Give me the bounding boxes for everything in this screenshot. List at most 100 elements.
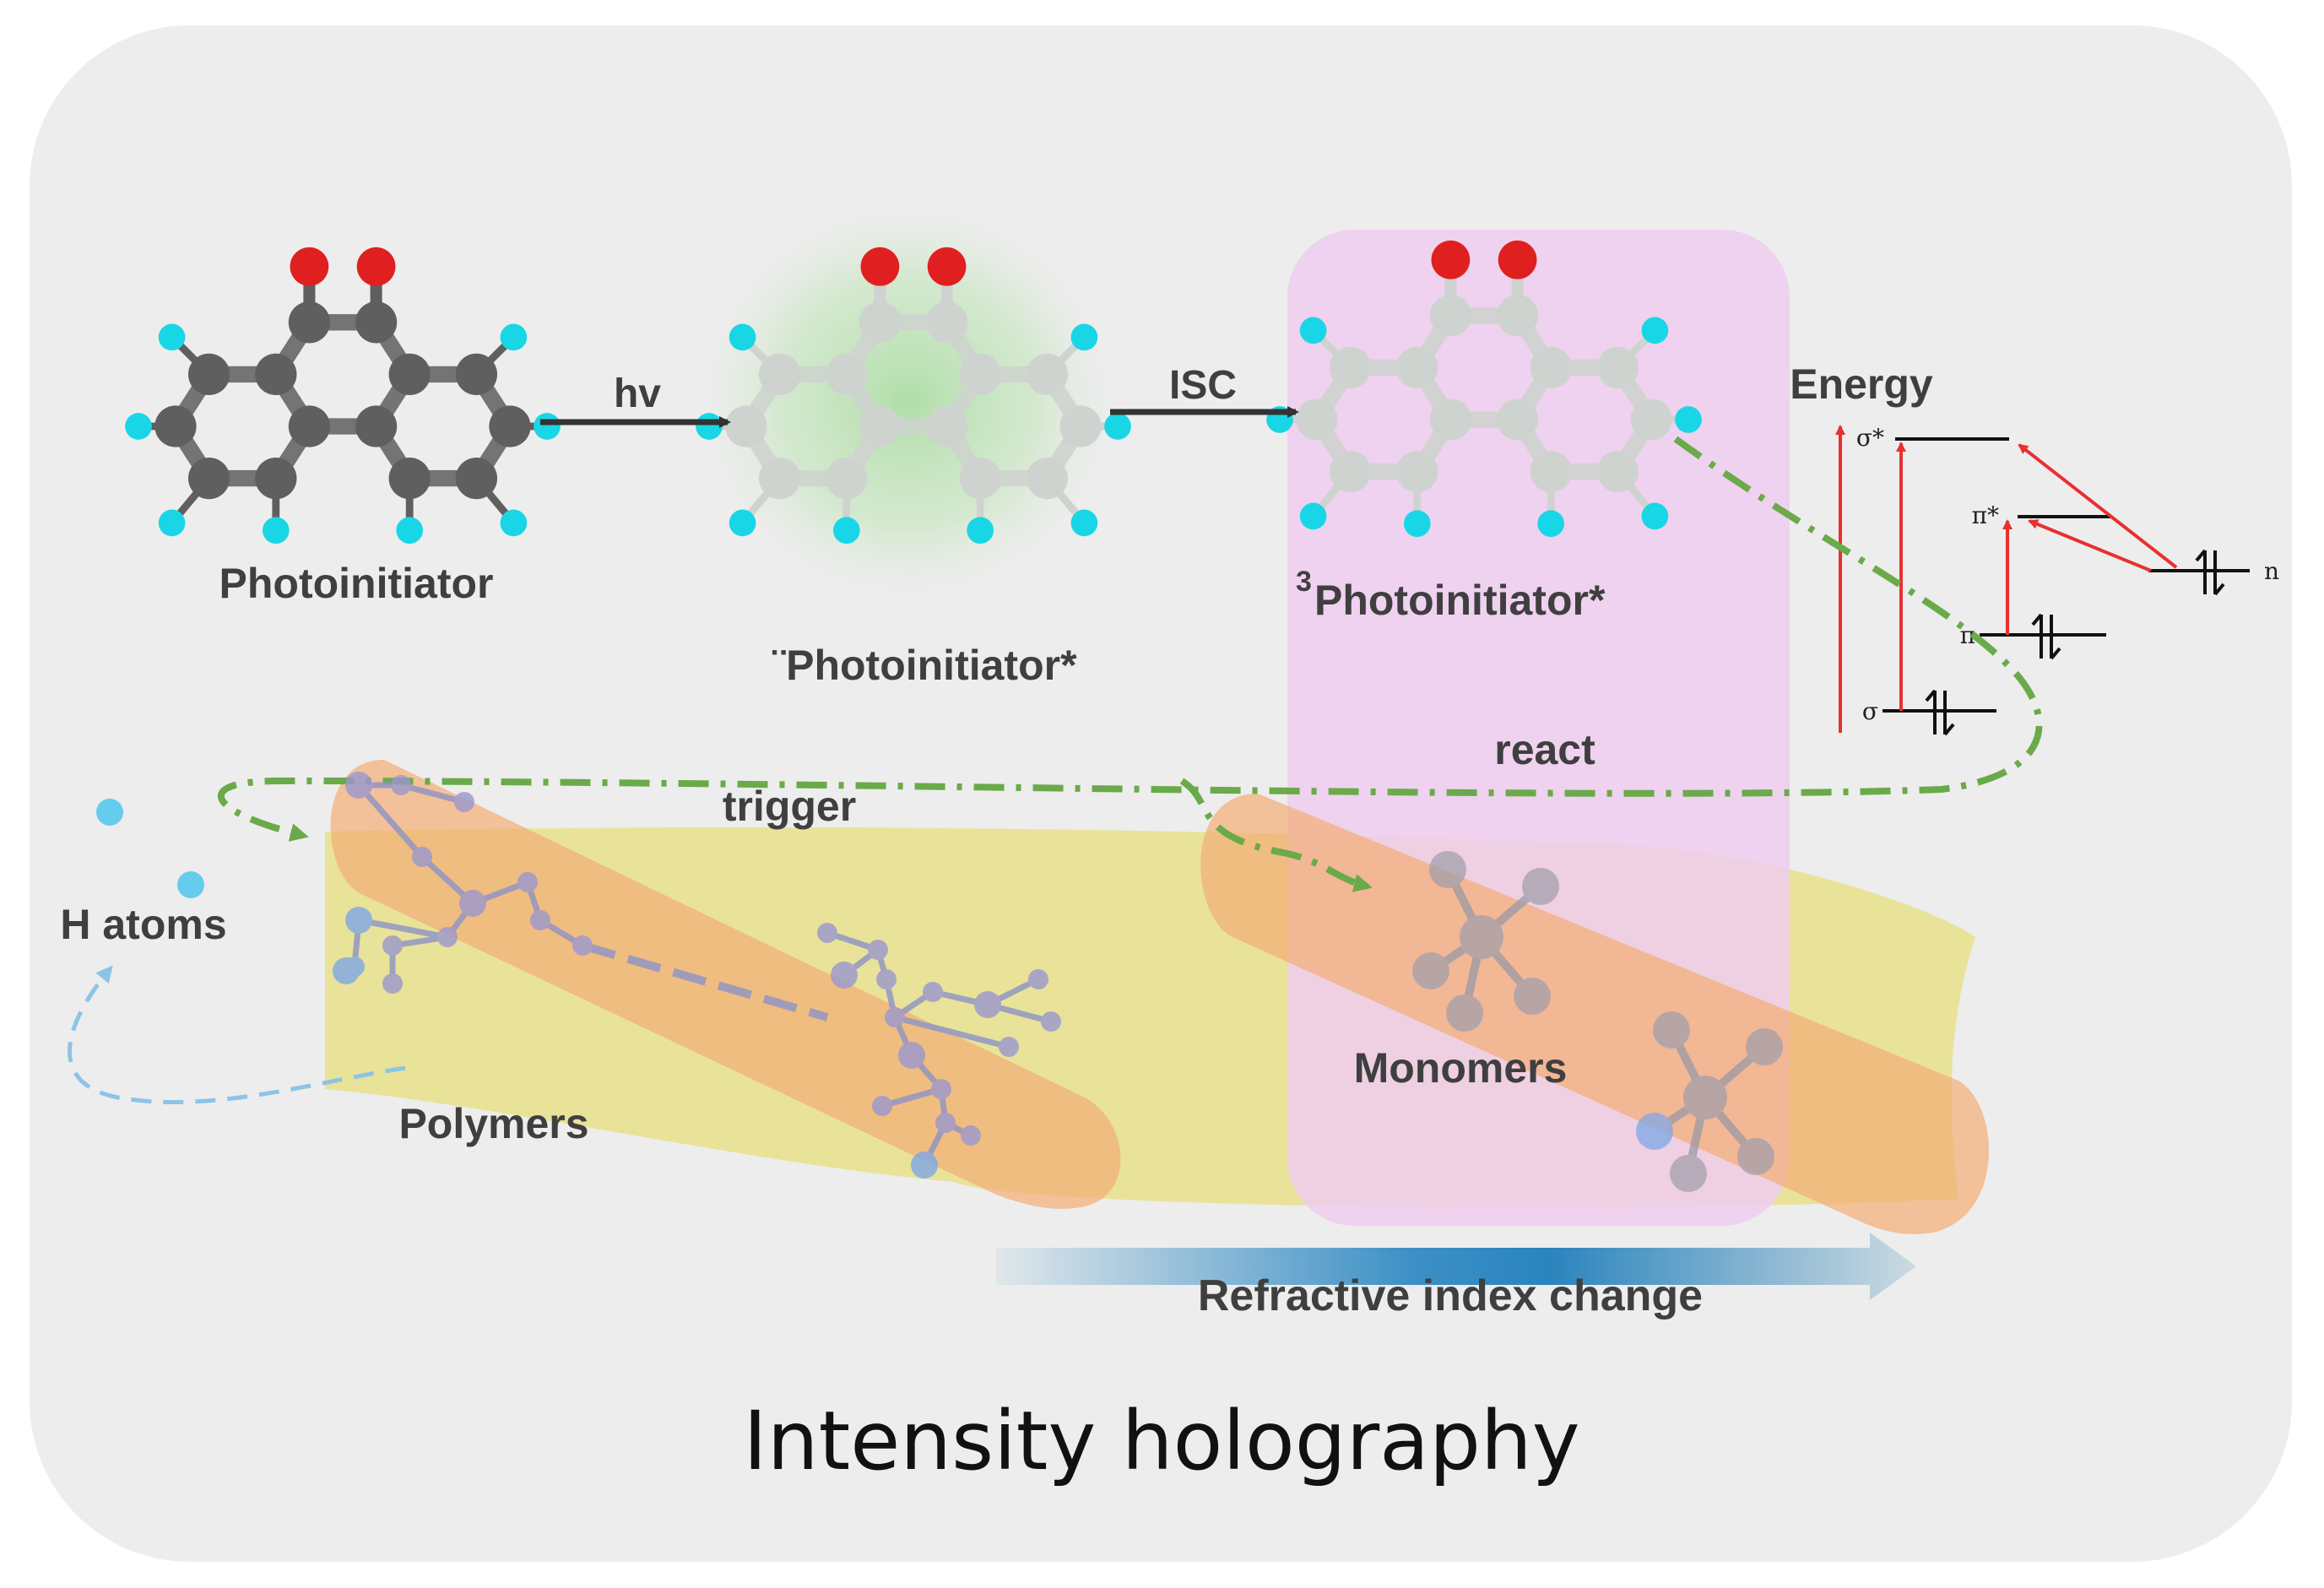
monomer-atom [1446,995,1483,1032]
monomer-atom [1412,952,1449,989]
polymer-atom [572,935,593,956]
energy-diagram: Energy σ* π* π σ n [1790,360,2279,736]
hydrogen-atom [1299,502,1327,530]
trigger-label: trigger [723,783,856,830]
carbon-atom [925,301,968,344]
isc-label: ISC [1169,363,1237,408]
carbon-atom [1429,398,1472,441]
polymer-atom [517,872,538,892]
hydrogen-atom [696,413,723,440]
monomer-atom [1653,1011,1690,1049]
polymer-atom [412,847,432,867]
pi-star-label: π* [1972,501,1999,529]
carbon-atom [1496,295,1539,337]
carbon-atom [355,405,398,447]
carbon-atom [288,301,331,344]
polymer-bond [356,783,425,859]
polymer-atom [911,1152,938,1179]
carbon-atom [1630,398,1672,441]
hydrogen-atom [125,413,152,440]
hydrogen-atom [1104,413,1131,440]
hydrogen-atom [500,509,528,537]
polymer-atom [333,957,360,984]
polymer-atom [885,1007,905,1027]
carbon-atom [826,353,868,396]
polymer-dashed-link [581,941,829,1022]
polymer-atom [345,907,372,934]
polymers-label: Polymers [398,1100,588,1147]
carbon-atom [1396,450,1438,493]
carbon-atom [355,301,398,344]
hydrogen-atom [1299,317,1327,344]
monomer-atom [1460,915,1503,959]
hydrogen-atom [832,517,860,545]
polymer-atom [391,775,411,795]
polymer-atom [868,940,888,960]
polymer-atom [1028,969,1048,989]
photoinitiator-molecule [125,247,561,545]
polymer-atom [454,792,474,812]
singlet-photoinitiator-molecule [696,247,1131,545]
polymer-atom [831,962,858,989]
carbon-atom [455,457,498,500]
polymer-atom [530,910,550,930]
carbon-atom [1596,450,1639,493]
polymer-atom [876,969,897,989]
hydrogen-atom [158,323,186,351]
carbon-atom [1026,353,1069,396]
carbon-atom [1429,295,1472,337]
carbon-atom [1329,346,1372,389]
carbon-atom [455,353,498,396]
electron-pairs [1925,549,2225,736]
oxygen-atom [356,247,396,286]
h-atom-return-arrow [68,965,406,1104]
polymer-atom [459,890,486,917]
polymer-atom [935,1113,956,1133]
diagram-title: Intensity holography [743,1394,1579,1488]
sigma-star-label: σ* [1856,424,1884,452]
orange-band-monomers [1200,794,1990,1234]
hydrogen-atom [500,323,528,351]
carbon-atom [1329,450,1372,493]
oxygen-atom [1431,240,1471,279]
carbon-atom [1496,398,1539,441]
carbon-atom [859,405,902,447]
polymer-atom [382,935,403,956]
h-atom-1 [96,799,123,826]
hydrogen-atom [1675,406,1702,433]
carbon-atom [859,301,902,344]
polymer-bond [894,1014,1010,1050]
singlet-photoinitiator-label: ¨Photoinitiator* [772,642,1077,689]
triplet-photoinitiator-molecule [1266,240,1702,538]
monomer-atom [1670,1155,1707,1192]
hv-label: hv [614,371,661,416]
hydrogen-atom [1070,323,1098,351]
n-label: n [2264,557,2279,585]
polymer-bond [881,1086,942,1109]
carbon-atom [489,405,531,447]
polymer-atom [961,1125,981,1146]
carbon-atom [959,353,1001,396]
transition-arrows [1835,425,2178,733]
polymer-bond [358,917,448,940]
sigma-label: σ [1862,697,1878,725]
carbon-atom [1530,346,1572,389]
polymer-atom [898,1042,925,1069]
carbon-atom [1596,346,1639,389]
carbon-atom [1296,398,1338,441]
monomer-molecules [1412,851,1783,1192]
carbon-atom [255,457,297,500]
refractive-index-label: Refractive index change [1198,1271,1703,1320]
carbon-atom [154,405,197,447]
react-label: react [1494,726,1595,773]
oxygen-atom [927,247,967,286]
polymer-atom [437,927,458,947]
carbon-atom [1396,346,1438,389]
carbon-atom [255,353,297,396]
monomer-atom [1514,978,1551,1015]
energy-label: Energy [1790,360,1933,408]
monomer-atom [1746,1028,1783,1065]
carbon-atom [959,457,1001,500]
